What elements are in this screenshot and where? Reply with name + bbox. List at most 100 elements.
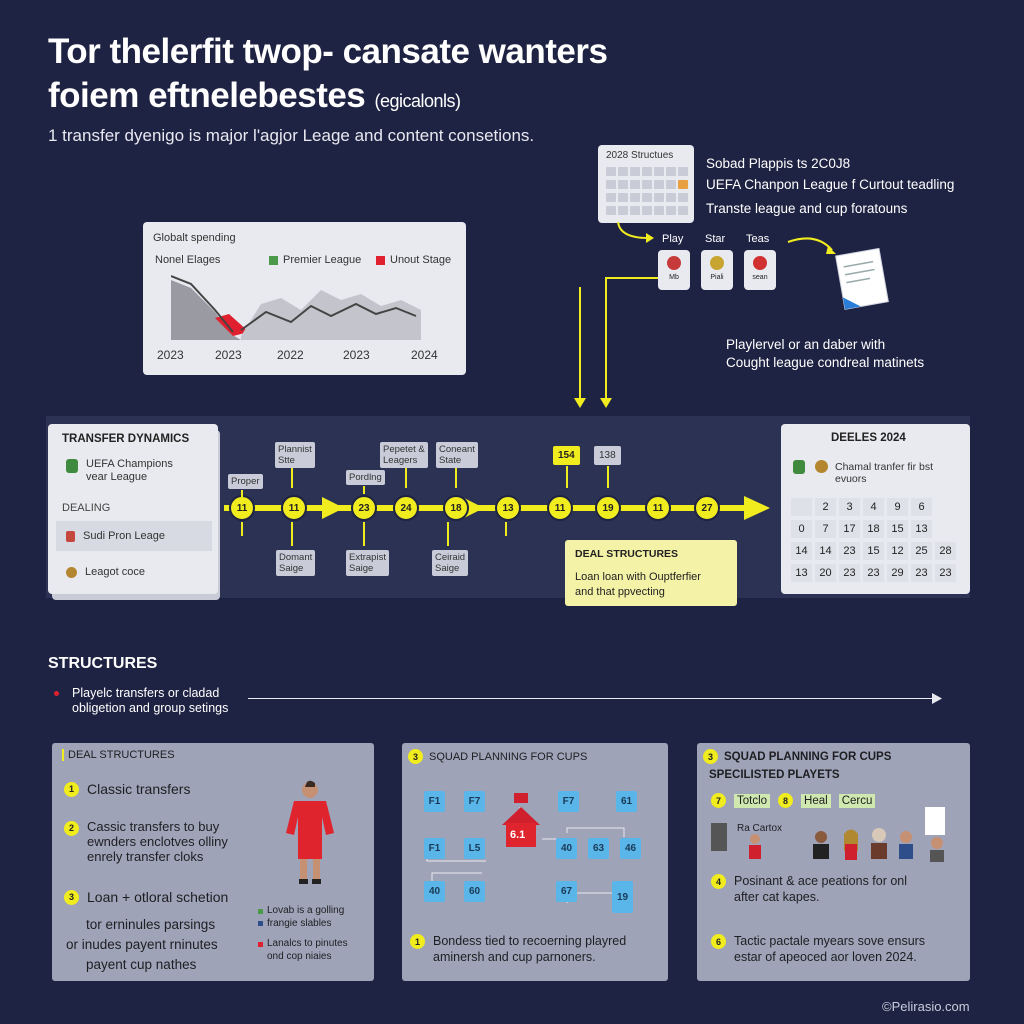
legend-row: frangie slables: [258, 918, 348, 931]
timeline-node[interactable]: 24: [393, 495, 419, 521]
player-card[interactable]: Mb: [658, 250, 690, 290]
player-card[interactable]: Piali: [701, 250, 733, 290]
calendar-day[interactable]: 14: [791, 542, 812, 560]
squad-slot[interactable]: 46: [620, 838, 641, 859]
player-card-caption: Piali: [710, 274, 724, 281]
squad-slot[interactable]: 40: [556, 838, 577, 859]
calendar-day[interactable]: 4: [863, 498, 884, 516]
calendar-day[interactable]: [678, 193, 688, 202]
calendar-day[interactable]: [791, 498, 812, 516]
squad-slot[interactable]: 60: [464, 881, 485, 902]
calendar-day[interactable]: [642, 206, 652, 215]
squad-slot[interactable]: 67: [556, 881, 577, 902]
calendar-day[interactable]: [654, 180, 664, 189]
calendar-day[interactable]: 13: [911, 520, 932, 538]
calendar-day[interactable]: [606, 180, 616, 189]
squad-slot[interactable]: F7: [558, 791, 579, 812]
calendar-day[interactable]: 18: [863, 520, 884, 538]
squad-slot[interactable]: F1: [424, 838, 445, 859]
player-card-label: Star: [705, 233, 726, 245]
calendar-day[interactable]: 23: [911, 564, 932, 582]
squad-slot[interactable]: 63: [588, 838, 609, 859]
calendar-day[interactable]: 13: [791, 564, 812, 582]
calendar-day[interactable]: 23: [839, 542, 860, 560]
timeline-node[interactable]: 23: [351, 495, 377, 521]
transfer-dynamics-title: TRANSFER DYNAMICS: [62, 433, 190, 445]
calendar-day[interactable]: [666, 180, 676, 189]
timeline-node[interactable]: 11: [229, 495, 255, 521]
squad-slot[interactable]: F7: [464, 791, 485, 812]
calendar-day[interactable]: [642, 167, 652, 176]
squad-slot[interactable]: L5: [464, 838, 485, 859]
calendar-day[interactable]: [630, 180, 640, 189]
calendar-day[interactable]: [666, 167, 676, 176]
calendar-day[interactable]: 15: [887, 520, 908, 538]
item-number: 3: [703, 749, 718, 764]
squad-slot[interactable]: 61: [616, 791, 637, 812]
calendar-day[interactable]: [678, 167, 688, 176]
transfer-dynamics-item[interactable]: Sudi Pron Leage: [56, 521, 212, 551]
timeline-node[interactable]: 27: [694, 495, 720, 521]
timeline-node[interactable]: 11: [547, 495, 573, 521]
calendar-day[interactable]: [654, 167, 664, 176]
squad-slot[interactable]: 40: [424, 881, 445, 902]
calendar-day[interactable]: [678, 180, 688, 189]
calendar-day[interactable]: [606, 193, 616, 202]
calendar-day[interactable]: 14: [815, 542, 836, 560]
calendar-day[interactable]: 23: [863, 564, 884, 582]
calendar-day[interactable]: [666, 206, 676, 215]
squad-slot[interactable]: F1: [424, 791, 445, 812]
calendar-day[interactable]: 12: [887, 542, 908, 560]
legend-row: ond cop niaies: [267, 950, 332, 962]
calendar-day[interactable]: [678, 206, 688, 215]
timeline-node[interactable]: 13: [495, 495, 521, 521]
timeline-node[interactable]: 18: [443, 495, 469, 521]
calendar-day[interactable]: 29: [887, 564, 908, 582]
player-figure-icon: [286, 780, 334, 884]
calendar-connector: [617, 221, 654, 243]
timeline-node[interactable]: 11: [645, 495, 671, 521]
timeline-node[interactable]: 11: [281, 495, 307, 521]
calendar-day[interactable]: [666, 193, 676, 202]
calendar-day[interactable]: [642, 193, 652, 202]
calendar-day[interactable]: 28: [935, 542, 956, 560]
squad-slot[interactable]: 19: [612, 881, 633, 913]
deal-footer: tor erninules parsings or inudes payent …: [66, 917, 218, 972]
calendar-day[interactable]: 7: [815, 520, 836, 538]
player-tag[interactable]: Heal: [801, 793, 831, 808]
calendar-day[interactable]: [630, 167, 640, 176]
calendar-day[interactable]: [618, 167, 628, 176]
structures-divider-arrow: [248, 698, 936, 699]
chart-x-label: 2023: [215, 348, 242, 362]
calendar-day[interactable]: 23: [935, 564, 956, 582]
calendar-day[interactable]: 23: [839, 564, 860, 582]
player-tag[interactable]: Cercu: [838, 793, 876, 808]
timeline-node[interactable]: 19: [595, 495, 621, 521]
calendar-widget[interactable]: 2028 Structues: [598, 145, 694, 223]
calendar-day[interactable]: 6: [911, 498, 932, 516]
calendar-day[interactable]: [642, 180, 652, 189]
calendar-day[interactable]: 0: [791, 520, 812, 538]
calendar-day[interactable]: [630, 193, 640, 202]
calendar-day[interactable]: [618, 206, 628, 215]
calendar-day[interactable]: [618, 180, 628, 189]
transfer-dynamics-item[interactable]: Leagot coce: [66, 566, 145, 578]
calendar-day[interactable]: 3: [839, 498, 860, 516]
calendar-notes: Sobad Plappis ts 2C0J8 UEFA Chanpon Leag…: [706, 153, 954, 219]
player-card[interactable]: sean: [744, 250, 776, 290]
calendar-day[interactable]: 20: [815, 564, 836, 582]
calendar-day[interactable]: 17: [839, 520, 860, 538]
calendar-day[interactable]: 2: [815, 498, 836, 516]
calendar-day[interactable]: [654, 206, 664, 215]
calendar-day[interactable]: [630, 206, 640, 215]
calendar-day[interactable]: 9: [887, 498, 908, 516]
calendar-day[interactable]: 25: [911, 542, 932, 560]
calendar-day[interactable]: [606, 206, 616, 215]
calendar-day[interactable]: [618, 193, 628, 202]
calendar-day[interactable]: [606, 167, 616, 176]
calendar-day[interactable]: 15: [863, 542, 884, 560]
calendar-day[interactable]: [654, 193, 664, 202]
player-tag[interactable]: Totclo: [734, 793, 771, 808]
